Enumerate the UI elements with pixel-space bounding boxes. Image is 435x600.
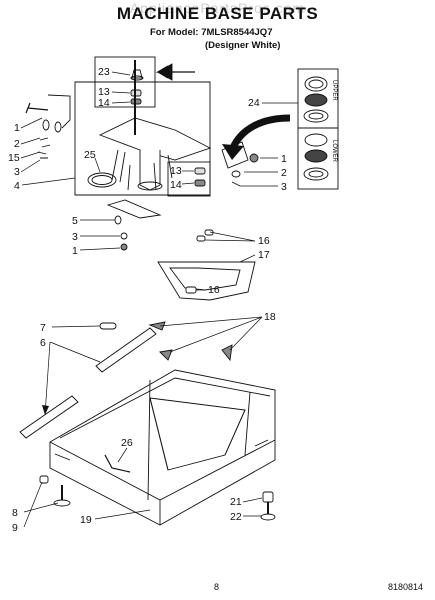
page-title: MACHINE BASE PARTS	[116, 4, 319, 23]
callout-7: 7	[40, 322, 46, 334]
watermark: AppliancePartsPros.com	[129, 0, 306, 16]
callout-17: 17	[258, 249, 270, 261]
callout-3-left: 3	[14, 166, 20, 178]
callout-24: 24	[248, 97, 260, 109]
leader-lines	[20, 71, 298, 528]
doc-number: 8180814	[388, 582, 424, 592]
callout-18: 18	[264, 311, 276, 323]
page-number: 8	[214, 582, 220, 592]
seal-panel	[297, 68, 339, 190]
color-line: (Designer White)	[205, 40, 281, 51]
callout-23: 23	[98, 66, 110, 78]
callout-16-mid: 16	[208, 284, 220, 296]
callout-6: 6	[40, 337, 46, 349]
callout-4: 4	[14, 180, 20, 192]
callout-2-left: 2	[14, 138, 20, 150]
agitator-cap	[130, 69, 144, 81]
callout-8: 8	[12, 507, 18, 519]
upper-seals	[303, 76, 329, 123]
callout-15: 15	[8, 152, 20, 164]
callout-14-mid: 14	[170, 179, 182, 191]
arrow-head	[157, 63, 173, 81]
lower-seals	[303, 133, 329, 181]
leveling-leg-left	[39, 475, 71, 507]
lower-fasteners	[106, 199, 162, 251]
callout-1-left: 1	[14, 122, 20, 134]
callout-22: 22	[230, 511, 242, 523]
transmission	[98, 60, 212, 191]
callout-16-top: 16	[258, 235, 270, 247]
part-26	[104, 454, 131, 473]
callout-3-lower: 3	[72, 231, 78, 243]
clips-18	[148, 321, 233, 362]
bushing-box	[167, 161, 211, 197]
clips-16	[185, 229, 214, 294]
callout-13-top: 13	[98, 86, 110, 98]
callout-5: 5	[72, 215, 78, 227]
callout-2-right: 2	[281, 167, 287, 179]
brace-17	[157, 261, 256, 301]
lower-label: LOWER	[331, 140, 337, 163]
callout-1-right: 1	[281, 153, 287, 165]
callout-3-right: 3	[281, 181, 287, 193]
leveling-leg-right	[260, 491, 276, 521]
callout-1-lower: 1	[72, 245, 78, 257]
part-7	[99, 322, 117, 330]
callout-26: 26	[121, 437, 133, 449]
callout-25: 25	[84, 149, 96, 161]
callout-21: 21	[230, 496, 242, 508]
callout-13-mid: 13	[170, 165, 182, 177]
callout-numbers: 23 13 14 1 2 15 3 4 25 24 1 2 3 13 14 5 …	[8, 66, 287, 534]
clutch-ring	[87, 172, 117, 188]
callout-9: 9	[12, 522, 18, 534]
left-fasteners	[25, 94, 71, 159]
model-line: For Model: 7MLSR8544JQ7	[150, 27, 273, 38]
rail-lower	[19, 395, 79, 439]
base-frame	[49, 369, 276, 526]
upper-label: UPPER	[331, 80, 337, 101]
curved-arrow	[228, 114, 291, 152]
callout-14-top: 14	[98, 97, 110, 109]
rail-upper	[95, 327, 157, 373]
callout-19: 19	[80, 514, 92, 526]
